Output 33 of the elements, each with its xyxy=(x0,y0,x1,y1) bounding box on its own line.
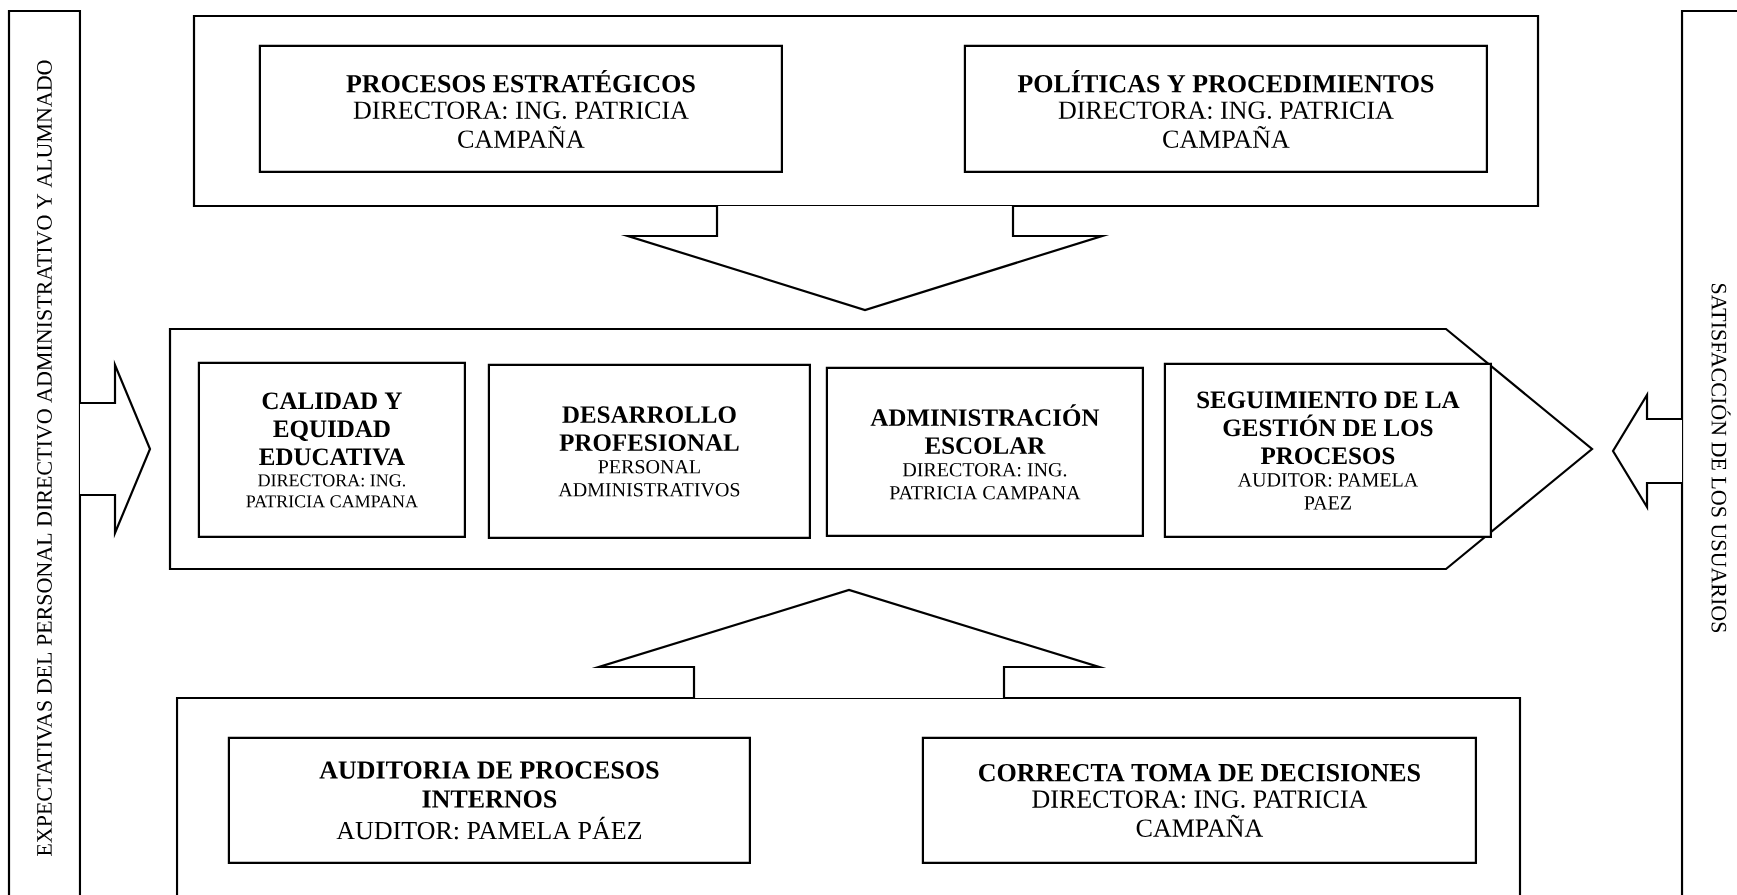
box-heading: DESARROLLO PROFESIONAL xyxy=(559,406,739,452)
box-heading: SEGUIMIENTO DE LA GESTIÓN DE LOS PROCESOS xyxy=(1197,391,1460,465)
process-box xyxy=(963,44,1488,173)
group-box xyxy=(192,14,1540,208)
box-text: DIRECTORA: ING. PATRICIA CAMPAÑA xyxy=(353,101,689,148)
process-box xyxy=(921,736,1477,864)
process-box xyxy=(227,736,751,864)
box-text: PERSONAL ADMINISTRATIVOS xyxy=(558,460,740,497)
block-arrow xyxy=(591,588,1107,700)
side-label-band: SATISFACCIÓN DE LOS USUARIOS xyxy=(1680,9,1737,895)
box-text: DIRECTORA: ING. PATRICIA CAMPAÑA xyxy=(1058,101,1394,148)
process-box xyxy=(258,44,783,173)
box-heading: CORRECTA TOMA DE DECISIONES xyxy=(979,763,1420,782)
process-box xyxy=(1163,362,1492,538)
box-text: AUDITOR: PAMELA PÁEZ xyxy=(336,816,642,840)
box-text: DIRECTORA: ING. PATRICIA CAMPANA xyxy=(889,463,1081,500)
block-arrow xyxy=(1611,391,1684,511)
process-box xyxy=(197,361,466,538)
process-box xyxy=(825,366,1144,537)
box-text: DIRECTORA: ING. PATRICIA CAMPAÑA xyxy=(1032,790,1368,837)
side-label-band: EXPECTATIVAS DEL PERSONAL DIRECTIVO ADMINISTRATIVO Y ALUMNADO xyxy=(7,9,82,895)
box-heading: PROCESOS ESTRATÉGICOS xyxy=(346,69,695,93)
box-heading: ADMINISTRACIÓN ESCOLAR xyxy=(870,404,1100,455)
box-heading: AUDITORIA DE PROCESOS INTERNOS xyxy=(319,761,659,808)
box-text: DIRECTORA: ING. PATRICIA CAMPANA xyxy=(246,474,418,508)
process-box xyxy=(487,363,811,539)
group-box xyxy=(175,696,1522,895)
pentagon-arrow-band xyxy=(168,327,1594,571)
box-heading: POLÍTICAS Y PROCEDIMIENTOS xyxy=(1017,69,1434,93)
block-arrow xyxy=(620,204,1110,312)
box-heading: CALIDAD Y EQUIDAD EDUCATIVA xyxy=(259,392,405,466)
block-arrow xyxy=(78,359,152,539)
box-text: AUDITOR: PAMELA PAEZ xyxy=(1237,473,1419,510)
